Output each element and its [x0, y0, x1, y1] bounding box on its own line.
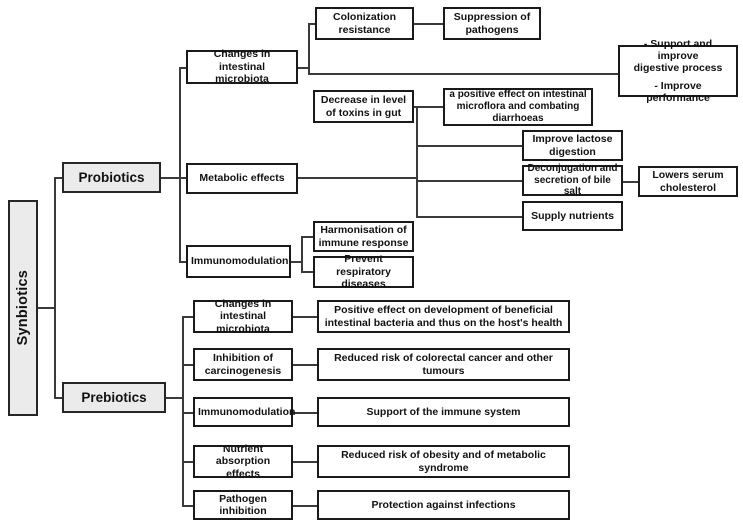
root-node-synbiotics[interactable]: Synbiotics — [8, 200, 38, 416]
connector-probiotics-spine — [179, 67, 181, 262]
node-label: Reduced risk of colorectal cancer and ot… — [334, 352, 553, 377]
connector-colonization-suppression — [413, 23, 443, 25]
node-label: Nutrient absorption effects — [215, 442, 271, 480]
connector-prebiotics-cause-effect-1 — [293, 364, 317, 366]
connector-immuno-to-harmonisation — [301, 236, 313, 238]
node-label: Suppression of pathogens — [453, 11, 531, 36]
node-decrease-in-level-of-toxins[interactable]: Decrease in level of toxins in gut — [313, 90, 414, 123]
connector-metabolic-out — [297, 177, 417, 179]
connector-immuno-to-prevent — [301, 271, 313, 273]
node-label: Improve lactose digestion — [532, 133, 613, 158]
connector-decrease-positive — [413, 106, 443, 108]
node-prebiotic-effect-0[interactable]: Positive effect on development of benefi… — [317, 300, 570, 333]
node-positive-effect-microflora[interactable]: a positive effect on intestinal microflo… — [443, 88, 593, 126]
node-label: Changes in intestinal microbiota — [214, 297, 272, 335]
connector-metabolic-to-lactose — [416, 145, 522, 147]
connector-prebiotics-row-4 — [182, 505, 193, 507]
connector-microbiota-to-support — [308, 73, 618, 75]
node-label-line-3: - Improve performance — [646, 79, 710, 105]
connector-trunk-vertical — [54, 177, 56, 399]
node-harmonisation-immune-response[interactable]: Harmonisation of immune response — [313, 221, 414, 252]
branch-prebiotics-label: Prebiotics — [81, 389, 147, 405]
node-label: Harmonisation of immune response — [318, 224, 409, 249]
connector-metabolic-spine — [416, 106, 418, 216]
connector-prebiotics-row-2 — [182, 412, 193, 414]
node-prebiotic-effect-2[interactable]: Support of the immune system — [317, 397, 570, 427]
node-metabolic-effects[interactable]: Metabolic effects — [186, 163, 298, 194]
connector-immuno-out — [290, 261, 302, 263]
node-support-and-improve[interactable]: - Support and improve digestive process … — [618, 38, 738, 104]
node-label: Support of the immune system — [366, 405, 521, 418]
node-label: Positive effect on development of benefi… — [324, 304, 563, 329]
node-prevent-respiratory-diseases[interactable]: Prevent respiratory diseases — [313, 253, 414, 291]
connector-prebiotics-out — [165, 397, 183, 399]
connector-metabolic-to-supply — [416, 216, 522, 218]
connector-prebiotics-cause-effect-0 — [293, 316, 317, 318]
node-lowers-serum-cholesterol[interactable]: Lowers serum cholesterol — [638, 166, 738, 197]
node-label: Immunomodulation — [198, 405, 296, 418]
node-label: Prevent respiratory diseases — [336, 253, 391, 291]
connector-microbiota-to-colonization — [308, 23, 316, 25]
connector-microbiota-out — [297, 67, 309, 69]
node-label: Metabolic effects — [199, 172, 285, 185]
connector-prebiotics-cause-effect-4 — [293, 505, 317, 507]
node-prebiotic-effect-3[interactable]: Reduced risk of obesity and of metabolic… — [317, 445, 570, 478]
connector-trunk-probiotics — [54, 177, 64, 179]
node-label: Changes in intestinal microbiota — [213, 48, 271, 86]
node-label: Pathogen inhibition — [219, 492, 267, 517]
node-improve-lactose-digestion[interactable]: Improve lactose digestion — [522, 130, 623, 161]
connector-prebiotics-spine — [182, 316, 184, 505]
connector-prebiotics-row-3 — [182, 461, 193, 463]
node-label: a positive effect on intestinal microflo… — [449, 89, 587, 124]
node-changes-intestinal-microbiota-probiotics[interactable]: Changes in intestinal microbiota — [186, 48, 298, 86]
connector-deconjugation-cholesterol — [623, 181, 638, 183]
node-suppression-of-pathogens[interactable]: Suppression of pathogens — [443, 7, 541, 40]
node-label: Lowers serum cholesterol — [652, 169, 724, 194]
connector-probiotics-to-immuno — [179, 261, 187, 263]
connector-microbiota-spine — [308, 23, 310, 75]
connector-trunk-prebiotics — [54, 397, 64, 399]
node-prebiotic-cause-3[interactable]: Nutrient absorption effects — [193, 442, 293, 480]
node-immunomodulation-probiotics[interactable]: Immunomodulation — [186, 245, 291, 278]
node-label: Supply nutrients — [531, 209, 614, 222]
connector-prebiotics-cause-effect-3 — [293, 461, 317, 463]
node-colonization-resistance[interactable]: Colonization resistance — [315, 7, 414, 40]
node-prebiotic-cause-2[interactable]: Immunomodulation — [193, 397, 296, 427]
node-label: Protection against infections — [371, 498, 516, 511]
node-label: Colonization resistance — [333, 11, 396, 36]
node-prebiotic-effect-4[interactable]: Protection against infections — [317, 490, 570, 520]
node-label: Decrease in level of toxins in gut — [320, 94, 407, 119]
branch-node-prebiotics[interactable]: Prebiotics — [62, 382, 166, 413]
node-label-line-1: - Support and improve — [643, 37, 713, 62]
node-label-line-2: digestive process — [633, 62, 723, 75]
node-prebiotic-cause-0[interactable]: Changes in intestinal microbiota — [193, 297, 293, 335]
connector-probiotics-to-microbiota — [179, 67, 187, 69]
connector-prebiotics-row-0 — [182, 316, 193, 318]
node-supply-nutrients[interactable]: Supply nutrients — [522, 201, 623, 231]
branch-node-probiotics[interactable]: Probiotics — [62, 162, 161, 193]
connector-probiotics-to-metabolic — [179, 177, 187, 179]
branch-probiotics-label: Probiotics — [78, 169, 145, 185]
connector-probiotics-out — [160, 177, 180, 179]
node-prebiotic-cause-4[interactable]: Pathogen inhibition — [193, 490, 293, 520]
connector-prebiotics-row-1 — [182, 364, 193, 366]
node-prebiotic-cause-1[interactable]: Inhibition of carcinogenesis — [193, 348, 293, 381]
root-label: Synbiotics — [15, 270, 31, 346]
node-label: Inhibition of carcinogenesis — [204, 352, 282, 377]
connector-root-trunk — [37, 307, 55, 309]
connector-metabolic-to-deconjugation — [416, 180, 522, 182]
node-label: Deconjugation and secretion of bile salt — [527, 162, 618, 198]
connector-prebiotics-cause-effect-2 — [293, 412, 317, 414]
connector-immuno-spine — [301, 236, 303, 272]
node-label: Reduced risk of obesity and of metabolic… — [341, 449, 546, 474]
node-label: Immunomodulation — [191, 255, 289, 268]
node-prebiotic-effect-1[interactable]: Reduced risk of colorectal cancer and ot… — [317, 348, 570, 381]
node-deconjugation-bile-salt[interactable]: Deconjugation and secretion of bile salt — [522, 162, 623, 198]
